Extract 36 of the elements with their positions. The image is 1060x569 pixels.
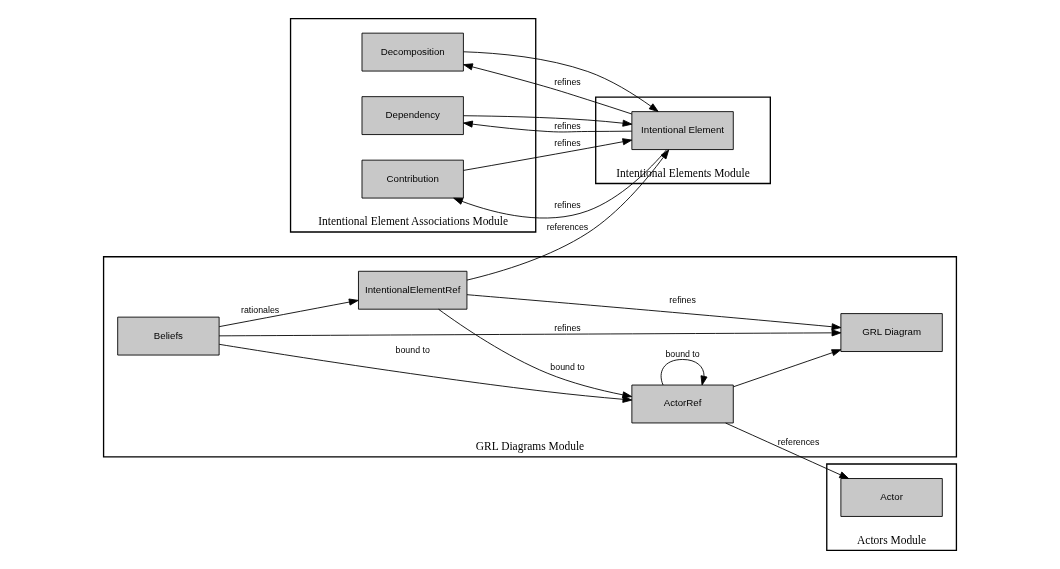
edge-label: references bbox=[777, 436, 820, 447]
arrow bbox=[463, 115, 633, 127]
edge-label: refines bbox=[554, 120, 581, 131]
arrow bbox=[463, 51, 659, 112]
edge-label: bound to bbox=[665, 348, 700, 359]
edge-label: refines bbox=[669, 294, 696, 305]
edge-label: refines bbox=[554, 137, 581, 148]
node-box: Beliefs bbox=[117, 316, 220, 356]
edge-label: references bbox=[546, 222, 589, 233]
arrow bbox=[453, 149, 667, 219]
arrow bbox=[660, 359, 708, 386]
edge-label: refines bbox=[554, 322, 581, 333]
edge-label: rationales bbox=[241, 305, 280, 316]
edge-label: refines bbox=[554, 200, 581, 211]
arrow bbox=[463, 120, 633, 133]
arrow bbox=[218, 329, 842, 337]
edge-label: bound to bbox=[550, 362, 585, 373]
arrow bbox=[466, 294, 842, 331]
arrow bbox=[218, 343, 633, 403]
arrow bbox=[463, 63, 633, 115]
node-box: ActorRef bbox=[631, 384, 734, 424]
edge-label: bound to bbox=[395, 344, 430, 355]
edge-label: refines bbox=[554, 76, 581, 87]
arrow bbox=[463, 138, 633, 171]
node-box: GRL Diagram bbox=[840, 313, 943, 352]
node-box: IntentionalElementRef bbox=[358, 270, 468, 310]
arrow bbox=[725, 422, 850, 479]
node-box: Intentional Element bbox=[631, 111, 734, 150]
arrow bbox=[466, 149, 670, 281]
arrow bbox=[438, 308, 633, 399]
node-box: Decomposition bbox=[361, 32, 464, 72]
node-box: Contribution bbox=[361, 159, 464, 199]
arrow bbox=[218, 298, 359, 328]
node-box: Actor bbox=[840, 478, 943, 517]
node-box: Dependency bbox=[361, 96, 464, 135]
arrow bbox=[732, 349, 842, 388]
